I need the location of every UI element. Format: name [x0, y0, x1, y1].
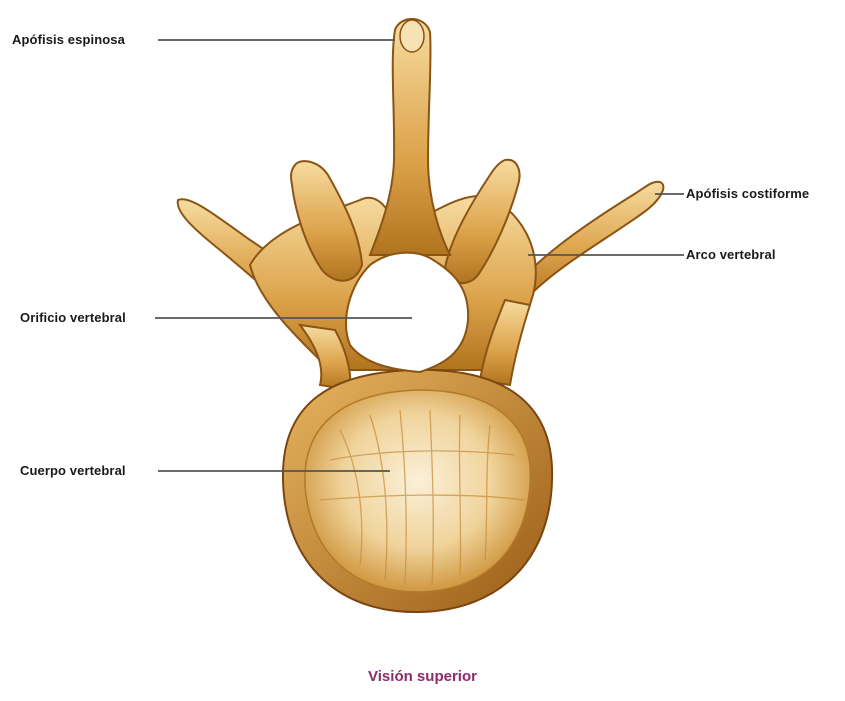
label-apofisis-espinosa: Apófisis espinosa — [12, 32, 125, 47]
label-orificio-vertebral: Orificio vertebral — [20, 310, 126, 325]
spinous-process-tip — [400, 20, 424, 52]
label-arco-vertebral: Arco vertebral — [686, 247, 776, 262]
caption: Visión superior — [0, 668, 845, 685]
label-apofisis-costiforme: Apófisis costiforme — [686, 186, 809, 201]
vertebral-body-face — [305, 390, 531, 592]
label-cuerpo-vertebral: Cuerpo vertebral — [20, 463, 126, 478]
